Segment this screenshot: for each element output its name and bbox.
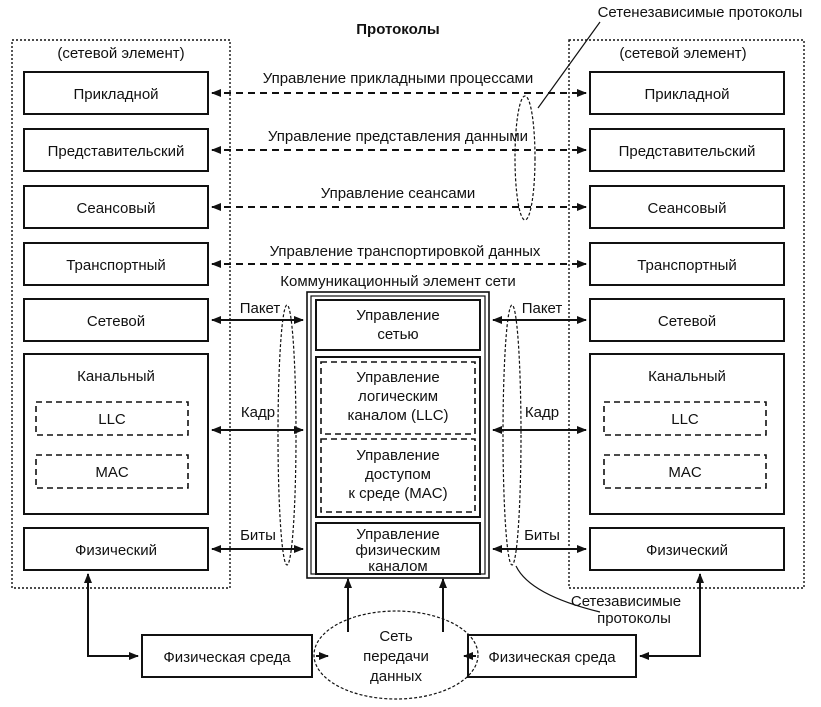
right-network-label: Сетевой: [658, 313, 716, 330]
right-packet-label: Пакет: [522, 300, 563, 317]
left-frame-label: Кадр: [241, 404, 275, 421]
data-network-ellipse: [313, 610, 479, 700]
network-l2: передачи: [363, 648, 429, 665]
application-protocol-label: Управление прикладными процессами: [263, 70, 534, 87]
comm-mac-l2: доступом: [365, 466, 431, 483]
right-dependent-ellipse: [502, 304, 522, 566]
dependent-label-l2: протоколы: [597, 610, 671, 627]
left-llc-label: LLC: [98, 411, 126, 428]
right-session-layer: [589, 185, 785, 229]
left-presentation-layer: [23, 128, 209, 172]
comm-mac-l3: к среде (MAC): [348, 485, 447, 502]
comm-phys-l1: Управление: [356, 526, 439, 543]
comm-network-l2: сетью: [377, 326, 418, 343]
right-presentation-label: Представительский: [619, 143, 756, 160]
comm-phys-l3: каналом: [368, 558, 427, 575]
right-mac-label: MAC: [668, 464, 702, 481]
comm-mac-control: [320, 438, 476, 513]
left-session-layer: [23, 185, 209, 229]
network-l3: данных: [370, 668, 422, 685]
left-mac-sublayer: [35, 454, 189, 489]
left-medium-label: Физическая среда: [163, 649, 291, 666]
left-network-layer: [23, 298, 209, 342]
comm-phys-l2: физическим: [356, 542, 441, 559]
right-frame-label: Кадр: [525, 404, 559, 421]
right-element-label: (сетевой элемент): [619, 45, 746, 62]
network-l1: Сеть: [379, 628, 413, 645]
left-dependent-ellipse: [277, 304, 297, 566]
right-presentation-layer: [589, 128, 785, 172]
left-transport-layer: [23, 242, 209, 286]
left-physical-label: Физический: [75, 542, 157, 559]
left-presentation-label: Представительский: [48, 143, 185, 160]
left-network-label: Сетевой: [87, 313, 145, 330]
right-medium-label: Физическая среда: [488, 649, 616, 666]
dependent-label-l1: Сетезависимые: [571, 593, 681, 610]
comm-llc-l1: Управление: [356, 369, 439, 386]
left-mac-label: MAC: [95, 464, 129, 481]
comm-llc-l3: каналом (LLC): [347, 407, 448, 424]
left-bits-label: Биты: [240, 527, 276, 544]
comm-network-l1: Управление: [356, 307, 439, 324]
left-transport-label: Транспортный: [66, 257, 166, 274]
comm-llc-l2: логическим: [358, 388, 438, 405]
transport-protocol-label: Управление транспортировкой данных: [270, 243, 541, 260]
left-physical-medium: [141, 634, 313, 678]
left-network-element: [11, 39, 231, 589]
right-mac-sublayer: [603, 454, 767, 489]
left-application-label: Прикладной: [73, 86, 158, 103]
right-network-layer: [589, 298, 785, 342]
right-session-label: Сеансовый: [648, 200, 727, 217]
independent-protocols-ellipse: [514, 95, 536, 221]
left-application-layer: [23, 71, 209, 115]
dependent-pointer: [515, 565, 601, 613]
diagram-title: Протоколы: [356, 21, 439, 38]
left-physical-layer: [23, 527, 209, 571]
comm-mac-l1: Управление: [356, 447, 439, 464]
left-packet-label: Пакет: [240, 300, 281, 317]
right-transport-layer: [589, 242, 785, 286]
right-physical-layer: [589, 527, 785, 571]
presentation-protocol-label: Управление представления данными: [268, 128, 528, 145]
right-llc-sublayer: [603, 401, 767, 436]
left-element-label: (сетевой элемент): [57, 45, 184, 62]
right-bits-label: Биты: [524, 527, 560, 544]
comm-element-title: Коммуникационный элемент сети: [280, 273, 515, 290]
right-physical-label: Физический: [646, 542, 728, 559]
right-datalink-label: Канальный: [648, 368, 726, 385]
right-transport-label: Транспортный: [637, 257, 737, 274]
independent-protocols-label: Сетенезависимые протоколы: [598, 4, 803, 21]
left-session-label: Сеансовый: [77, 200, 156, 217]
comm-physical-control: [315, 522, 481, 575]
right-physical-link: [639, 573, 704, 660]
session-protocol-label: Управление сеансами: [321, 185, 476, 202]
left-llc-sublayer: [35, 401, 189, 436]
right-application-label: Прикладной: [644, 86, 729, 103]
comm-network-control: [315, 299, 481, 351]
right-application-layer: [589, 71, 785, 115]
right-llc-label: LLC: [671, 411, 699, 428]
left-physical-link: [84, 573, 139, 660]
left-datalink-label: Канальный: [77, 368, 155, 385]
comm-llc-control: [320, 361, 476, 435]
